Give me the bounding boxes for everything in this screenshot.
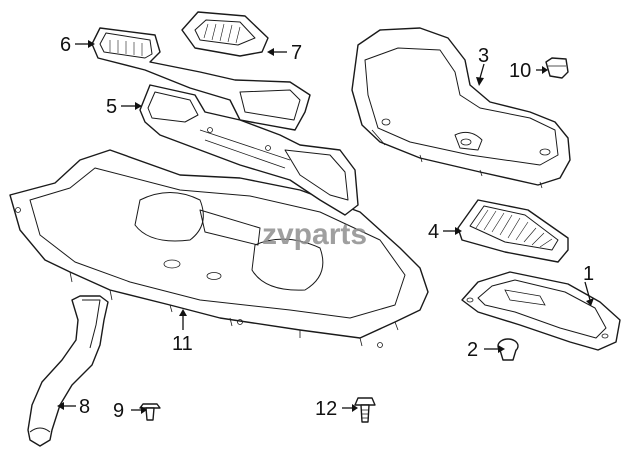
part-12-bolt — [354, 397, 376, 423]
part-10-clip — [545, 57, 569, 79]
callout-8: 8 — [79, 396, 90, 418]
callout-6: 6 — [60, 34, 71, 56]
part-3-cover — [351, 27, 571, 189]
callout-12: 12 — [315, 398, 337, 420]
callout-3: 3 — [478, 45, 489, 67]
part-1-housing — [461, 271, 621, 351]
part-7-vent-grille — [181, 11, 269, 57]
part-8-air-duct — [27, 295, 109, 447]
watermark-logo: zvparts — [262, 218, 367, 251]
part-5-vent-duct — [139, 84, 359, 216]
callout-4: 4 — [428, 221, 439, 243]
callout-10: 10 — [509, 60, 531, 82]
callout-labels: 1 2 3 4 5 6 7 8 9 10 11 12 — [60, 34, 594, 422]
part-6-vent-duct — [91, 27, 311, 131]
callout-2: 2 — [467, 339, 478, 361]
callout-arrows — [57, 40, 594, 414]
callout-5: 5 — [106, 96, 117, 118]
callout-1: 1 — [583, 263, 594, 285]
part-11-panel — [9, 149, 429, 348]
callout-11: 11 — [172, 333, 193, 355]
callout-7: 7 — [291, 42, 302, 64]
part-4-filter — [457, 199, 569, 263]
callout-9: 9 — [113, 400, 124, 422]
